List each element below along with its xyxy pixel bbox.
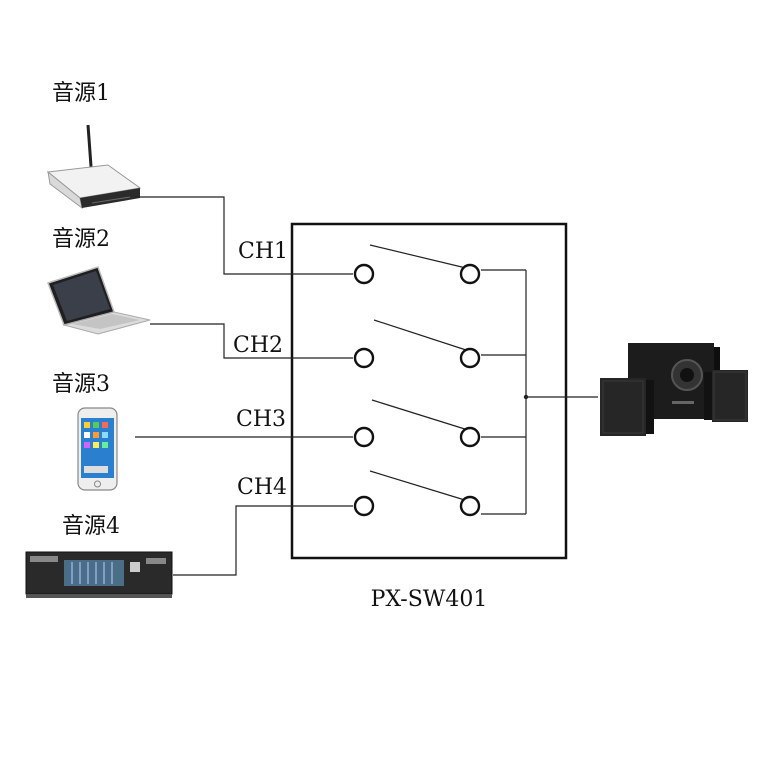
smartphone-icon (77, 407, 118, 491)
rack-mixer-icon (25, 551, 173, 598)
ch4-output-terminal (459, 495, 481, 517)
ch1-input-terminal (353, 263, 375, 285)
ch2-switch-lever (373, 319, 467, 351)
output-bus (481, 269, 598, 515)
ch1-wire (135, 196, 353, 275)
source-1-label: 音源1 (52, 81, 110, 106)
junction-dot (523, 394, 529, 400)
ch3-input-terminal (353, 426, 375, 448)
ch3-switch-lever (371, 399, 469, 431)
switch-box (290, 222, 568, 560)
ch4-wire (173, 505, 353, 576)
channel-2-label: CH2 (233, 333, 283, 358)
switch-model-label: PX-SW401 (371, 587, 488, 612)
ch2-wire (150, 323, 353, 359)
switch-levers (369, 244, 469, 502)
ch1-switch-lever (369, 244, 467, 269)
source-2-label: 音源2 (52, 227, 110, 252)
ch3-output-terminal (459, 426, 481, 448)
router-icon (46, 124, 142, 210)
ch4-switch-lever (369, 470, 469, 502)
channel-4-label: CH4 (237, 475, 287, 500)
ch4-input-terminal (353, 495, 375, 517)
source-3-label: 音源3 (52, 372, 110, 397)
source-4-label: 音源4 (62, 514, 120, 539)
input-terminals (353, 263, 375, 517)
ch2-input-terminal (353, 347, 375, 369)
laptop-icon (47, 266, 151, 335)
speaker-system-icon (600, 343, 748, 436)
channel-3-label: CH3 (236, 407, 286, 432)
input-wires (135, 196, 353, 576)
ch2-output-terminal (459, 347, 481, 369)
output-terminals (459, 263, 481, 517)
channel-1-label: CH1 (238, 239, 288, 264)
ch1-output-terminal (459, 263, 481, 285)
